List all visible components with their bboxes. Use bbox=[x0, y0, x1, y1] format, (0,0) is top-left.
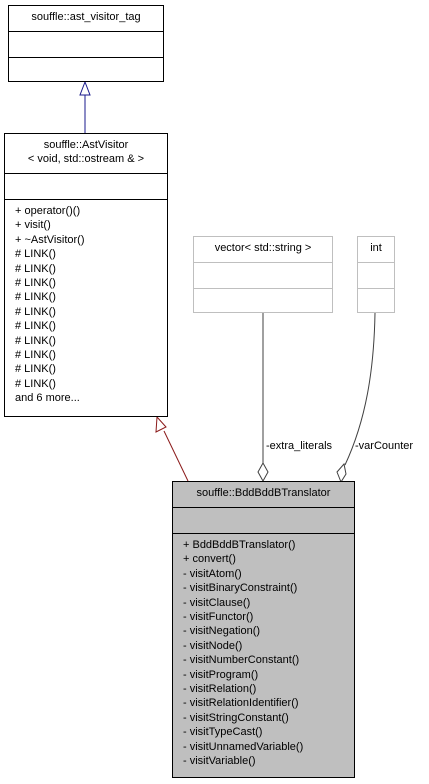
methods-section bbox=[358, 288, 394, 314]
method-item: - visitStringConstant() bbox=[183, 711, 289, 724]
methods-section: + BddBddBTranslator() + convert() - visi… bbox=[173, 533, 354, 777]
method-item: - visitBinaryConstraint() bbox=[183, 582, 298, 595]
composition-diamond-extra-literals bbox=[257, 461, 269, 483]
inheritance-arrowhead-tag bbox=[79, 80, 91, 96]
method-item: # LINK() bbox=[15, 248, 56, 261]
attributes-section bbox=[358, 262, 394, 289]
composition-diamond-var-counter bbox=[336, 462, 347, 484]
inheritance-edge-visitor bbox=[163, 430, 189, 482]
attributes-section bbox=[194, 262, 332, 289]
method-item: # LINK() bbox=[15, 277, 56, 289]
methods-section bbox=[194, 288, 332, 314]
class-box-ast-visitor-tag[interactable]: souffle::ast_visitor_tag bbox=[8, 5, 164, 82]
class-title: souffle::ast_visitor_tag bbox=[31, 11, 141, 23]
method-item: + convert() bbox=[183, 553, 236, 566]
method-item: # LINK() bbox=[15, 305, 56, 318]
class-box-bddbddb-translator[interactable]: souffle::BddBddBTranslator + BddBddBTran… bbox=[172, 481, 355, 778]
class-box-vector-string[interactable]: vector< std::string > bbox=[193, 236, 333, 313]
method-item: - visitUnnamedVariable() bbox=[183, 740, 304, 753]
method-item: # LINK() bbox=[15, 291, 56, 304]
method-item: - visitRelationIdentifier() bbox=[183, 697, 299, 710]
method-item: # LINK() bbox=[15, 377, 56, 390]
class-title: int bbox=[370, 242, 382, 254]
class-title-line1: souffle::AstVisitor bbox=[43, 139, 129, 151]
more-methods-note: and 6 more... bbox=[15, 392, 80, 405]
method-item: + ~AstVisitor() bbox=[15, 233, 85, 246]
method-item: - visitTypeCast() bbox=[183, 726, 263, 739]
method-item: - visitVariable() bbox=[183, 755, 256, 767]
method-item: - visitClause() bbox=[183, 596, 251, 609]
class-box-int[interactable]: int bbox=[357, 236, 395, 313]
attributes-section bbox=[5, 173, 167, 200]
method-item: + visit() bbox=[15, 219, 51, 232]
edge-label-extra-literals: -extra_literals bbox=[266, 440, 333, 452]
composition-edge-var-counter bbox=[344, 312, 376, 466]
inheritance-arrowhead-visitor bbox=[155, 415, 167, 433]
method-item: - visitNode() bbox=[183, 639, 243, 652]
method-item: - visitFunctor() bbox=[183, 611, 254, 623]
method-item: - visitAtom() bbox=[183, 567, 242, 580]
method-item: # LINK() bbox=[15, 334, 56, 347]
method-item: # LINK() bbox=[15, 349, 56, 361]
method-item: - visitRelation() bbox=[183, 683, 257, 695]
method-item: # LINK() bbox=[15, 320, 56, 333]
method-item: + BddBddBTranslator() bbox=[183, 539, 296, 551]
edge-label-var-counter: -varCounter bbox=[355, 440, 414, 452]
method-item: - visitNegation() bbox=[183, 625, 261, 638]
method-item: - visitProgram() bbox=[183, 668, 259, 681]
attributes-section bbox=[173, 507, 354, 534]
attributes-section bbox=[9, 31, 163, 58]
class-title-line2: < void, std::ostream & > bbox=[27, 153, 145, 165]
class-box-ast-visitor[interactable]: souffle::AstVisitor < void, std::ostream… bbox=[4, 133, 168, 417]
class-title: souffle::BddBddBTranslator bbox=[196, 487, 331, 499]
methods-section bbox=[9, 57, 163, 83]
class-title: vector< std::string > bbox=[214, 242, 312, 254]
method-item: # LINK() bbox=[15, 363, 56, 376]
method-item: + operator()() bbox=[15, 205, 81, 217]
method-item: - visitNumberConstant() bbox=[183, 654, 300, 667]
method-item: # LINK() bbox=[15, 262, 56, 275]
methods-section: + operator()() + visit() + ~AstVisitor()… bbox=[5, 199, 167, 416]
